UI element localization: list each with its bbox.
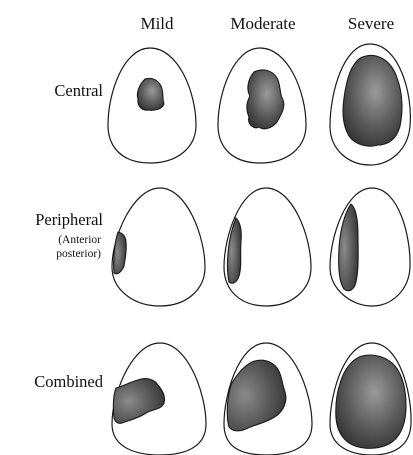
row-label-combined: Combined (34, 372, 103, 391)
cell-combined-severe (330, 343, 411, 455)
column-header-moderate: Moderate (230, 14, 295, 33)
lesion-peripheral-moderate (227, 218, 241, 283)
column-header-severe: Severe (348, 14, 394, 33)
cell-central-severe (330, 44, 410, 165)
row-label-peripheral: Peripheral (35, 210, 103, 229)
cell-combined-mild (112, 343, 206, 455)
column-header-mild: Mild (140, 14, 174, 33)
cell-central-moderate (218, 48, 306, 163)
lesion-combined-severe (336, 355, 406, 448)
row-sublabel-posterior: posterior) (56, 248, 101, 260)
row-label-central: Central (54, 81, 103, 100)
lesion-central-severe (343, 55, 402, 146)
cell-peripheral-moderate (224, 188, 311, 306)
cell-combined-moderate (224, 343, 312, 455)
cell-peripheral-mild (112, 188, 205, 306)
cell-peripheral-severe (330, 188, 410, 306)
row-sublabel-anterior: (Anterior (58, 234, 101, 246)
cell-central-mild (108, 48, 196, 163)
